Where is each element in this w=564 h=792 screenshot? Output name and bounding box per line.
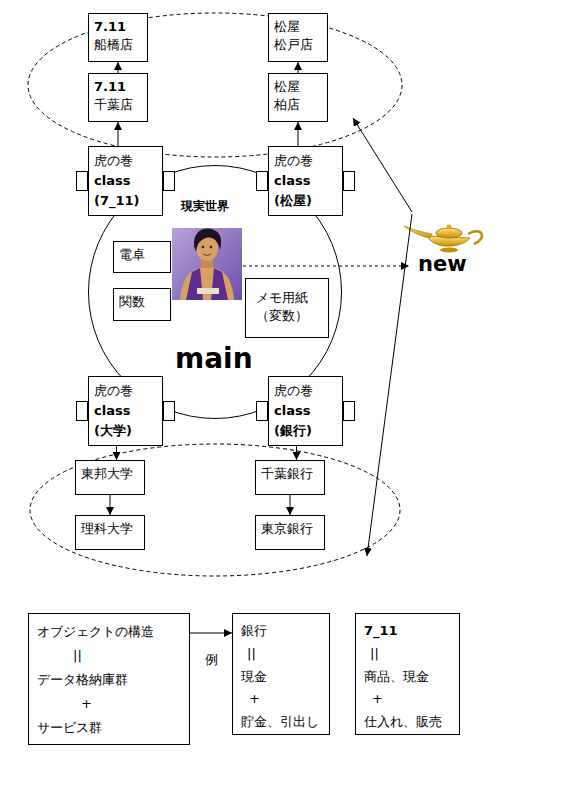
box-text: (7_11) bbox=[94, 191, 157, 211]
box-text: 関数 bbox=[119, 293, 165, 311]
class-box: 7.11千葉店 bbox=[88, 73, 148, 122]
class-box: 7.11船橋店 bbox=[88, 13, 148, 62]
side-tab bbox=[256, 401, 268, 421]
box-text: 7.11 bbox=[94, 78, 142, 96]
class-box: 関数 bbox=[113, 288, 171, 321]
class-box: 銀行||現金+貯金、引出し bbox=[232, 613, 330, 735]
class-box: 虎の巻class(大学) bbox=[88, 376, 163, 446]
box-text: 商品、現金 bbox=[364, 666, 451, 689]
new-arrow bbox=[367, 214, 412, 556]
region-label: main bbox=[175, 342, 253, 376]
box-text: 7.11 bbox=[94, 18, 142, 36]
class-box: 7_11||商品、現金+仕入れ、販売 bbox=[355, 613, 460, 735]
arrow-connector bbox=[298, 62, 299, 73]
side-tab bbox=[76, 401, 88, 421]
arrow-connector bbox=[110, 495, 111, 515]
group-ellipse bbox=[28, 13, 402, 157]
box-text: 松屋 bbox=[274, 18, 322, 36]
class-box: 松屋松戸店 bbox=[268, 13, 328, 62]
box-text: 虎の巻 bbox=[274, 151, 337, 171]
arrow-connector bbox=[298, 122, 299, 146]
arrow-connector bbox=[190, 633, 232, 634]
class-box: オブジェクトの構造||データ格納庫群+サービス群 bbox=[28, 613, 190, 745]
box-text: (松屋) bbox=[274, 191, 337, 211]
box-text: (大学) bbox=[94, 421, 157, 441]
box-text: 千葉銀行 bbox=[261, 465, 319, 483]
class-box: 千葉銀行 bbox=[255, 460, 325, 495]
class-box: 東京銀行 bbox=[255, 515, 325, 550]
box-text: データ格納庫群 bbox=[37, 668, 181, 692]
class-box: 虎の巻class(銀行) bbox=[268, 376, 343, 446]
magic-lamp bbox=[404, 225, 482, 253]
region-label: 現実世界 bbox=[181, 199, 229, 213]
box-text: (銀行) bbox=[274, 421, 337, 441]
class-box: 虎の巻class(7_11) bbox=[88, 146, 163, 216]
box-text: オブジェクトの構造 bbox=[37, 620, 181, 644]
box-text: + bbox=[241, 688, 321, 711]
box-text: 東邦大学 bbox=[81, 465, 139, 483]
box-text: 虎の巻 bbox=[94, 151, 157, 171]
class-box: 虎の巻class(松屋) bbox=[268, 146, 343, 216]
group-ellipse bbox=[30, 444, 400, 576]
box-text: 船橋店 bbox=[94, 36, 142, 54]
side-tab bbox=[76, 171, 88, 191]
box-text: 虎の巻 bbox=[274, 381, 337, 401]
arrow-connector bbox=[296, 446, 297, 460]
class-box: 東邦大学 bbox=[75, 460, 145, 495]
box-text: 千葉店 bbox=[94, 96, 142, 114]
box-text: + bbox=[364, 688, 451, 711]
box-text: + bbox=[37, 692, 181, 716]
box-text: 銀行 bbox=[241, 620, 321, 643]
class-box: 松屋柏店 bbox=[268, 73, 328, 122]
edge-label: 例 bbox=[203, 651, 220, 669]
side-tab bbox=[343, 171, 355, 191]
box-text: class bbox=[94, 171, 157, 191]
new-label: new bbox=[416, 253, 469, 276]
box-text: || bbox=[241, 643, 321, 666]
box-text: || bbox=[37, 644, 181, 668]
box-text: メモ用紙 （変数） bbox=[256, 289, 318, 325]
class-box: 電卓 bbox=[113, 241, 171, 273]
class-box: 理科大学 bbox=[75, 515, 145, 550]
new-arrow bbox=[353, 118, 412, 212]
box-text: サービス群 bbox=[37, 716, 181, 740]
box-text: 電卓 bbox=[119, 246, 165, 264]
box-text: 現金 bbox=[241, 666, 321, 689]
aladdin-picture bbox=[172, 228, 242, 300]
summon-line bbox=[243, 266, 409, 267]
box-text: 松戸店 bbox=[274, 36, 322, 54]
arrow-connector bbox=[116, 446, 117, 460]
box-text: 理科大学 bbox=[81, 520, 139, 538]
box-text: 貯金、引出し bbox=[241, 711, 321, 734]
box-text: || bbox=[364, 643, 451, 666]
side-tab bbox=[256, 171, 268, 191]
box-text: class bbox=[274, 171, 337, 191]
side-tab bbox=[163, 171, 175, 191]
arrow-connector bbox=[118, 62, 119, 73]
arrow-connector bbox=[290, 495, 291, 515]
box-text: 柏店 bbox=[274, 96, 322, 114]
box-text: 松屋 bbox=[274, 78, 322, 96]
arrow-connector bbox=[118, 122, 119, 146]
box-text: 仕入れ、販売 bbox=[364, 711, 451, 734]
side-tab bbox=[343, 401, 355, 421]
box-text: class bbox=[94, 401, 157, 421]
box-text: 7_11 bbox=[364, 620, 451, 643]
box-text: 虎の巻 bbox=[94, 381, 157, 401]
box-text: class bbox=[274, 401, 337, 421]
side-tab bbox=[163, 401, 175, 421]
class-box: メモ用紙 （変数） bbox=[245, 278, 329, 338]
box-text: 東京銀行 bbox=[261, 520, 319, 538]
